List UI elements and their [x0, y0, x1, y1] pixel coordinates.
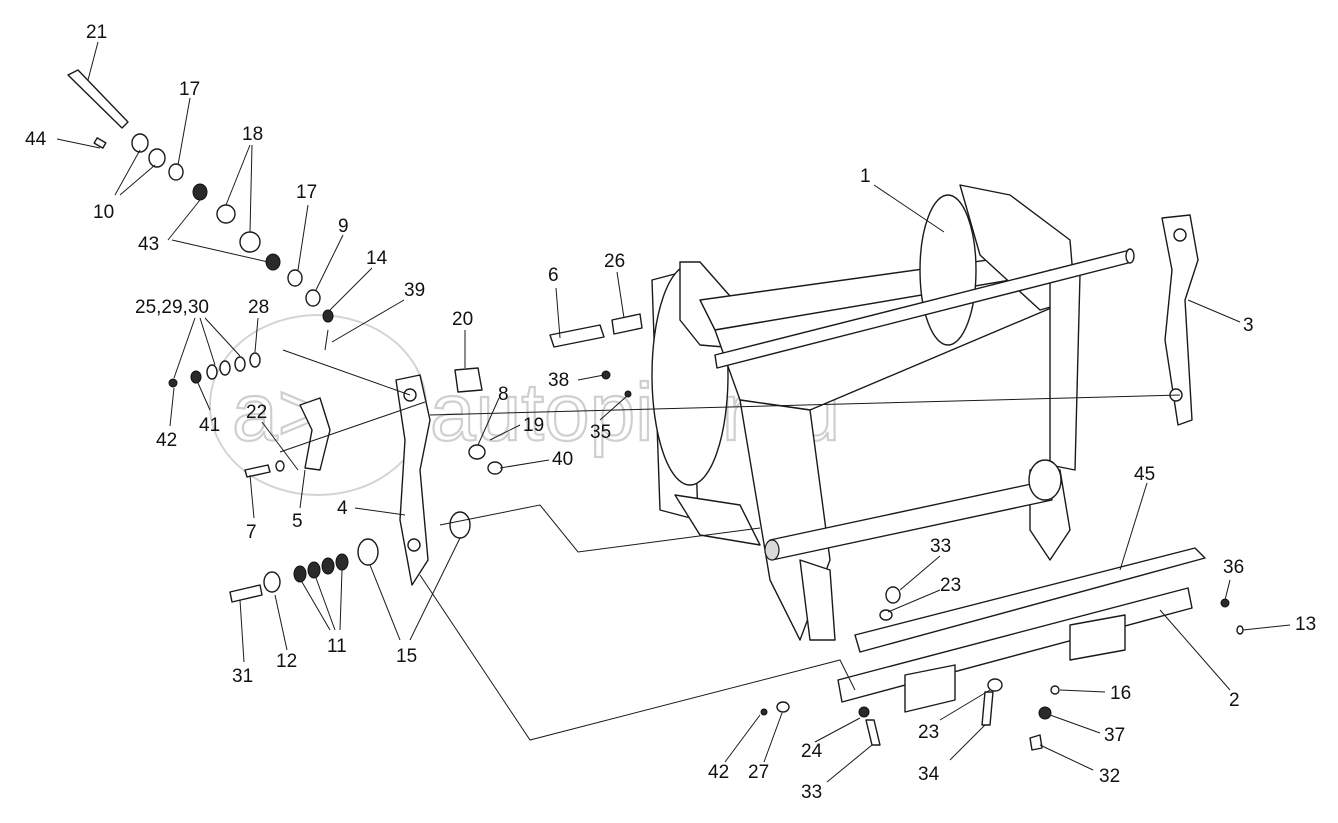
- callout-25-29-30: 25,29,30: [135, 297, 209, 318]
- callout-44: 44: [25, 129, 47, 150]
- callout-42-left: 42: [156, 430, 177, 451]
- callout-45: 45: [1134, 464, 1155, 485]
- callout-2: 2: [1229, 690, 1240, 711]
- callout-35: 35: [590, 422, 611, 443]
- pivot-bolt-stack: [229, 460, 349, 603]
- callout-13: 13: [1295, 614, 1316, 635]
- rail-hardware: [760, 586, 1244, 751]
- callout-23-bottom: 23: [918, 722, 939, 743]
- callout-labels: 21 44 17 10 18 43 17 9 14 39 25,29,30 28…: [25, 22, 1316, 803]
- callout-31: 31: [232, 666, 253, 687]
- callout-43: 43: [138, 234, 159, 255]
- callout-37: 37: [1104, 725, 1125, 746]
- callout-33-bottom: 33: [801, 782, 822, 803]
- callout-7: 7: [246, 522, 257, 543]
- callout-41: 41: [199, 415, 220, 436]
- callout-20: 20: [452, 309, 473, 330]
- callout-15: 15: [396, 646, 417, 667]
- bolt-stack: [67, 69, 334, 388]
- callout-22: 22: [246, 402, 267, 423]
- callout-36: 36: [1223, 557, 1244, 578]
- callout-39: 39: [404, 280, 425, 301]
- callout-17-mid: 17: [296, 182, 317, 203]
- callout-28: 28: [248, 297, 269, 318]
- callout-40: 40: [552, 449, 573, 470]
- leader-lines: [56, 41, 1291, 783]
- bottom-rails: [837, 547, 1206, 713]
- callout-4: 4: [337, 498, 348, 519]
- right-arm: [1161, 214, 1199, 426]
- callout-21: 21: [86, 22, 107, 43]
- callout-8: 8: [498, 384, 509, 405]
- callout-5: 5: [292, 511, 303, 532]
- callout-3: 3: [1243, 315, 1254, 336]
- callout-14: 14: [366, 248, 388, 269]
- callout-33-top: 33: [930, 536, 951, 557]
- callout-38: 38: [548, 370, 569, 391]
- callout-6: 6: [548, 265, 559, 286]
- callout-16: 16: [1110, 683, 1131, 704]
- callout-42-bottom: 42: [708, 762, 729, 783]
- callout-1: 1: [860, 166, 871, 187]
- callout-10: 10: [93, 202, 114, 223]
- callout-27: 27: [748, 762, 769, 783]
- callout-11: 11: [327, 636, 347, 657]
- callout-18: 18: [242, 124, 263, 145]
- left-lever-parts: [299, 367, 503, 586]
- callout-19: 19: [523, 415, 544, 436]
- callout-24: 24: [801, 741, 823, 762]
- callout-12: 12: [276, 651, 297, 672]
- callout-9: 9: [338, 216, 349, 237]
- callout-23-top: 23: [940, 575, 961, 596]
- callout-32: 32: [1099, 766, 1120, 787]
- callout-17-top: 17: [179, 79, 200, 100]
- callout-26: 26: [604, 251, 625, 272]
- pin-and-spring: [549, 313, 643, 398]
- callout-34: 34: [918, 764, 940, 785]
- frame-assembly: [651, 184, 1135, 641]
